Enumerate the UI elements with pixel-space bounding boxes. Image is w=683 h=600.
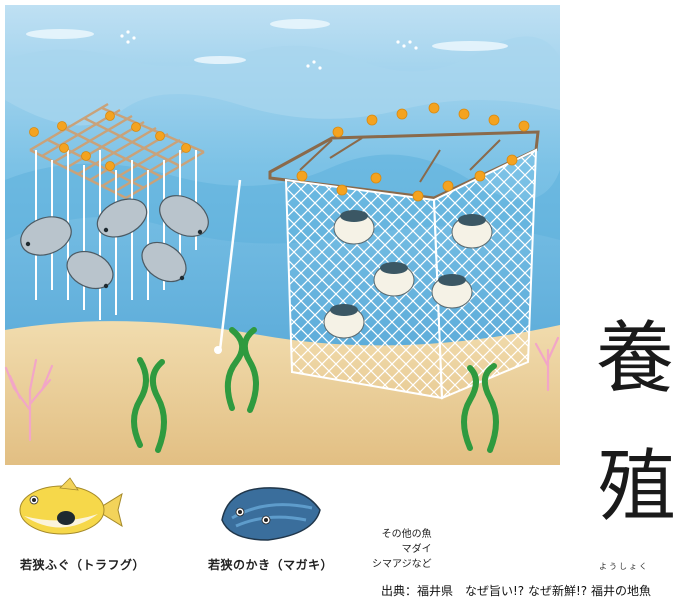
oyster-eyes (25, 227, 203, 289)
caged-pufferfish (323, 210, 493, 339)
title-furigana: ようしょく (599, 562, 649, 571)
oyster-icon (221, 487, 321, 541)
kaki-label: 若狭のかき（マガキ） (208, 558, 334, 572)
fugu-label: 若狭ふぐ（トラフグ） (20, 558, 146, 572)
other-fish-madai: マダイ (401, 544, 432, 555)
other-fish-shimaaji: シマアジなど (372, 559, 432, 570)
source-citation: 出典：福井県 なぜ旨い!? なぜ新鮮!? 福井の地魚 (381, 584, 651, 598)
pufferfish-icon (19, 477, 123, 535)
seaweed (131, 327, 499, 453)
hanging-oysters (20, 195, 209, 290)
coral (4, 336, 560, 442)
title-char-1: 養 (596, 314, 675, 404)
bubbles (120, 30, 418, 70)
wave-band (5, 36, 560, 126)
other-fish-list: その他の魚 マダイ シマアジなど (372, 527, 432, 572)
cloud-streaks (26, 19, 508, 64)
other-fish-heading: その他の魚 (381, 529, 432, 540)
fish-cage (214, 102, 540, 400)
title-char-2: 殖 (598, 442, 677, 532)
